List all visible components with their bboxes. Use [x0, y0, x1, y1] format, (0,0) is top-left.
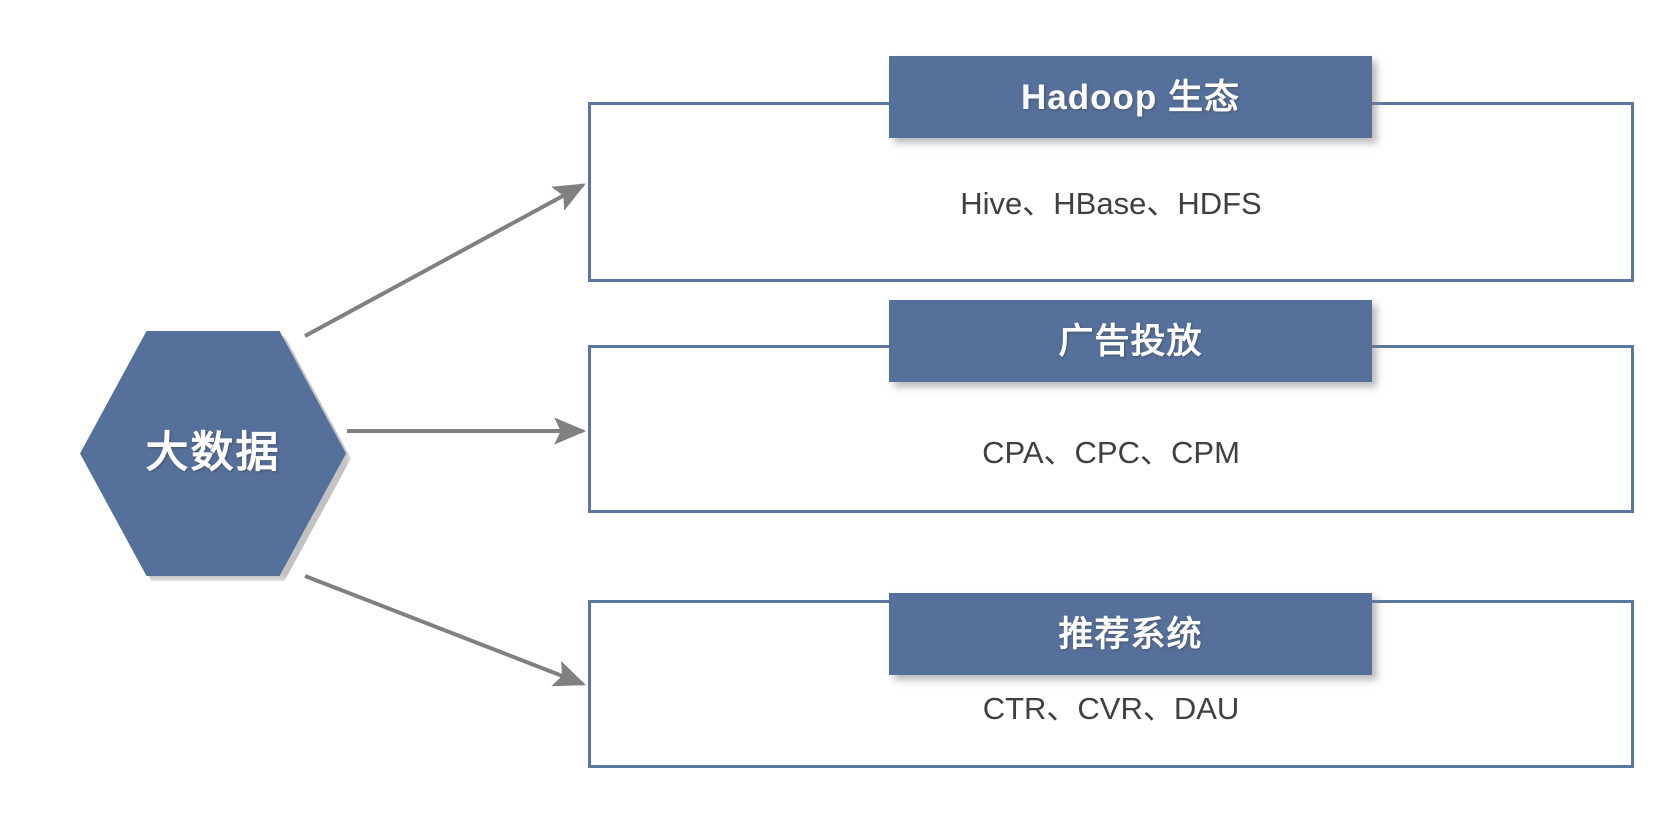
branch-header-advertising[interactable]: 广告投放: [889, 300, 1372, 382]
branch-header-label-advertising: 广告投放: [1058, 321, 1203, 361]
central-node-big-data[interactable]: 大数据: [80, 331, 352, 581]
branch-body-advertising: CPA、CPC、CPM: [982, 435, 1240, 470]
connector-arrow-hadoop: [304, 183, 586, 338]
branch-body-hadoop: Hive、HBase、HDFS: [960, 186, 1262, 221]
branch-header-label-hadoop: Hadoop 生态: [1021, 77, 1240, 117]
branch-header-hadoop[interactable]: Hadoop 生态: [889, 56, 1372, 138]
branch-header-recommendation[interactable]: 推荐系统: [889, 593, 1372, 675]
branch-header-label-recommendation: 推荐系统: [1058, 614, 1203, 654]
connector-arrow-recommendation: [304, 574, 586, 687]
branch-body-recommendation: CTR、CVR、DAU: [982, 691, 1240, 726]
central-node-label: 大数据: [145, 429, 281, 477]
